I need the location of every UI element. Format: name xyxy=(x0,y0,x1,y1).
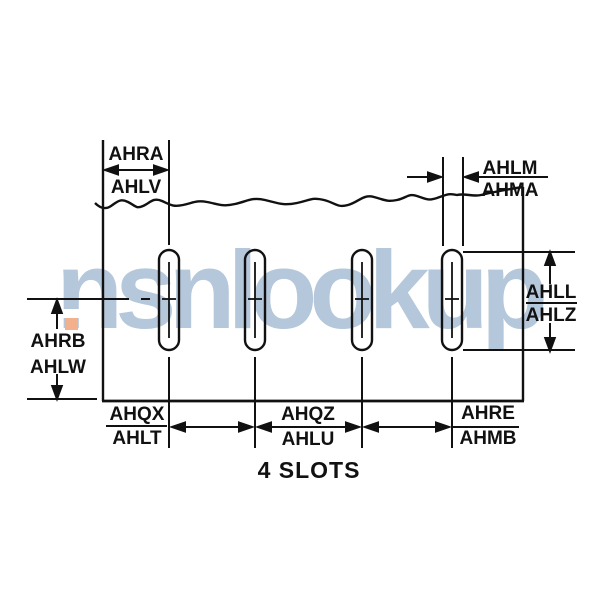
slots xyxy=(157,248,464,352)
extension-lines xyxy=(27,157,575,400)
dim-arrow-ahrb xyxy=(50,297,64,402)
dim-arrow-slot3-slot4 xyxy=(361,421,453,433)
dimension-lines xyxy=(50,164,577,433)
dim-label-ahlv: AHLV xyxy=(110,177,162,198)
slot-centerlines xyxy=(168,140,453,448)
dim-label-ahlm: AHLM xyxy=(482,158,538,179)
dim-label-ahll: AHLL xyxy=(525,282,577,303)
dim-label-ahlt: AHLT xyxy=(112,428,162,449)
watermark-accent-square xyxy=(65,318,78,330)
dim-arrow-slot1-slot2 xyxy=(168,421,256,433)
watermark-gap xyxy=(60,309,80,318)
dim-arrow-ahlm xyxy=(407,171,548,183)
slot-1 xyxy=(157,248,181,352)
slot-3 xyxy=(350,248,374,352)
dim-label-ahqz: AHQZ xyxy=(281,404,335,425)
dim-label-ahlw: AHLW xyxy=(30,357,86,378)
dim-label-ahrb: AHRB xyxy=(30,331,86,352)
dim-label-ahqx: AHQX xyxy=(109,404,165,425)
dim-arrow-ahra xyxy=(101,164,171,176)
dim-label-ahma: AHMA xyxy=(481,180,539,201)
dim-label-ahra: AHRA xyxy=(108,144,164,165)
watermark-text: nsnlookup xyxy=(56,229,548,352)
dim-label-ahmb: AHMB xyxy=(459,428,517,449)
dim-label-ahre: AHRE xyxy=(461,403,515,424)
slot-4 xyxy=(440,248,464,352)
dim-arrow-ahll xyxy=(526,249,577,354)
slot-count-caption: 4 SLOTS xyxy=(257,457,361,483)
dim-label-ahlu: AHLU xyxy=(281,429,335,450)
dim-label-ahlz: AHLZ xyxy=(525,305,577,326)
slot-2 xyxy=(243,248,267,352)
dim-arrow-ahqz xyxy=(254,421,363,433)
part-outline xyxy=(94,140,525,403)
break-wavy-line xyxy=(94,185,524,210)
